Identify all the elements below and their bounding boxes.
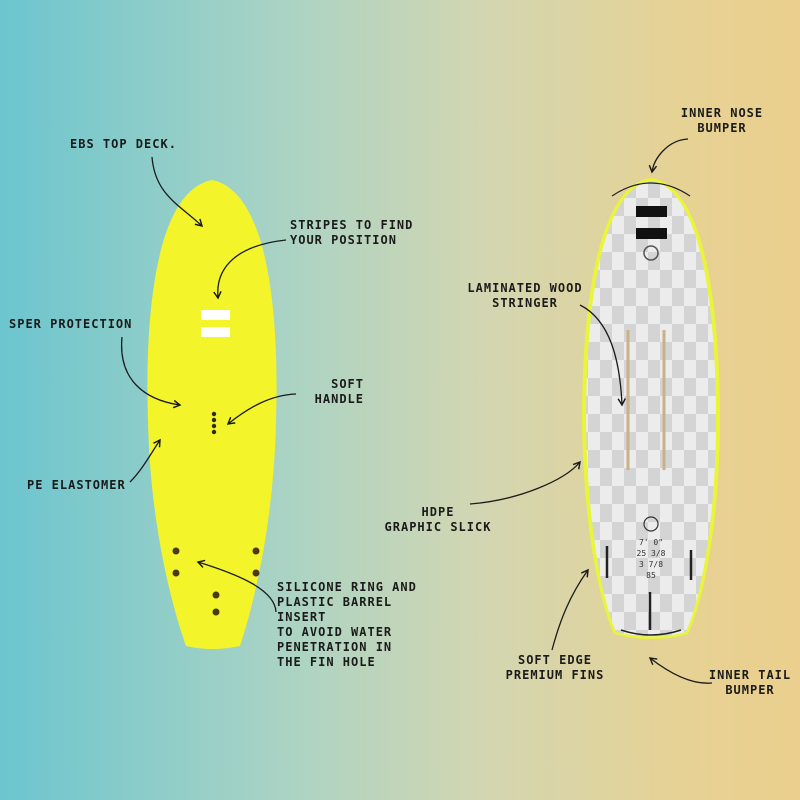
label-line: INNER NOSE <box>680 106 764 120</box>
arrow-sper <box>121 336 182 409</box>
label-line: INNER TAIL <box>708 668 792 682</box>
label-line: HANDLE <box>314 392 364 406</box>
label-line: STRIPES TO FIND <box>290 218 414 232</box>
label-line: BUMPER <box>725 683 775 697</box>
arrow-nose <box>648 138 689 174</box>
position-stripe <box>201 310 230 320</box>
arrow-slick <box>469 460 581 505</box>
label-stringer: LAMINATED WOOD STRINGER <box>450 281 600 311</box>
bottom-board: 7' 0" 25 3/8 3 7/8 85 <box>582 178 720 639</box>
spec-thickness: 3 7/8 <box>639 560 663 569</box>
label-line: SILICONE RING AND <box>277 580 417 594</box>
label-line: TO AVOID WATER <box>277 625 393 639</box>
label-line: GRAPHIC SLICK <box>384 520 492 534</box>
soft-handle <box>211 411 217 435</box>
label-silicone: SILICONE RING AND PLASTIC BARREL INSERT … <box>277 580 417 670</box>
spec-width: 25 3/8 <box>637 549 666 558</box>
label-line: HDPE <box>421 505 455 519</box>
label-fins: SOFT EDGE PREMIUM FINS <box>495 653 615 683</box>
callout-arrows <box>121 138 713 684</box>
label-line: PREMIUM FINS <box>505 668 605 682</box>
stripe-bar <box>636 206 667 217</box>
label-line: PLASTIC BARREL <box>277 595 393 609</box>
label-slick: HDPE GRAPHIC SLICK <box>378 505 498 535</box>
arrow-top-deck <box>151 156 204 228</box>
stripe-bar <box>636 228 667 239</box>
label-line: THE FIN HOLE <box>277 655 376 669</box>
label-line: STRINGER <box>492 296 558 310</box>
spec-length: 7' 0" <box>639 538 663 547</box>
label-sper: SPER PROTECTION <box>9 317 133 331</box>
arrow-stringer <box>579 304 626 407</box>
logo <box>643 245 659 261</box>
label-line: PENETRATION IN <box>277 640 393 654</box>
label-line: BUMPER <box>697 121 747 135</box>
label-line: SOFT EDGE <box>517 653 593 667</box>
position-stripe <box>201 327 230 337</box>
label-line: SOFT <box>331 377 364 391</box>
arrow-silicone <box>196 559 277 613</box>
arrow-pe <box>129 438 161 483</box>
arrow-stripes <box>213 239 287 300</box>
fin-plugs <box>172 547 260 616</box>
label-handle: SOFT HANDLE <box>300 377 364 407</box>
logo-bottom <box>643 516 659 532</box>
label-line: INSERT <box>277 610 327 624</box>
label-pe: PE ELASTOMER <box>27 478 126 492</box>
top-deck-board <box>147 180 277 649</box>
arrow-fins <box>551 568 589 651</box>
label-line: LAMINATED WOOD <box>467 281 583 295</box>
label-top-deck: EBS TOP DECK. <box>70 137 177 151</box>
label-nose-bumper: INNER NOSE BUMPER <box>660 106 784 136</box>
arrow-tail <box>648 657 713 684</box>
label-stripes: STRIPES TO FIND YOUR POSITION <box>290 218 413 248</box>
label-tail-bumper: INNER TAIL BUMPER <box>700 668 800 698</box>
arrow-handle <box>226 393 297 425</box>
label-line: YOUR POSITION <box>290 233 397 247</box>
spec-volume: 85 <box>646 571 656 580</box>
